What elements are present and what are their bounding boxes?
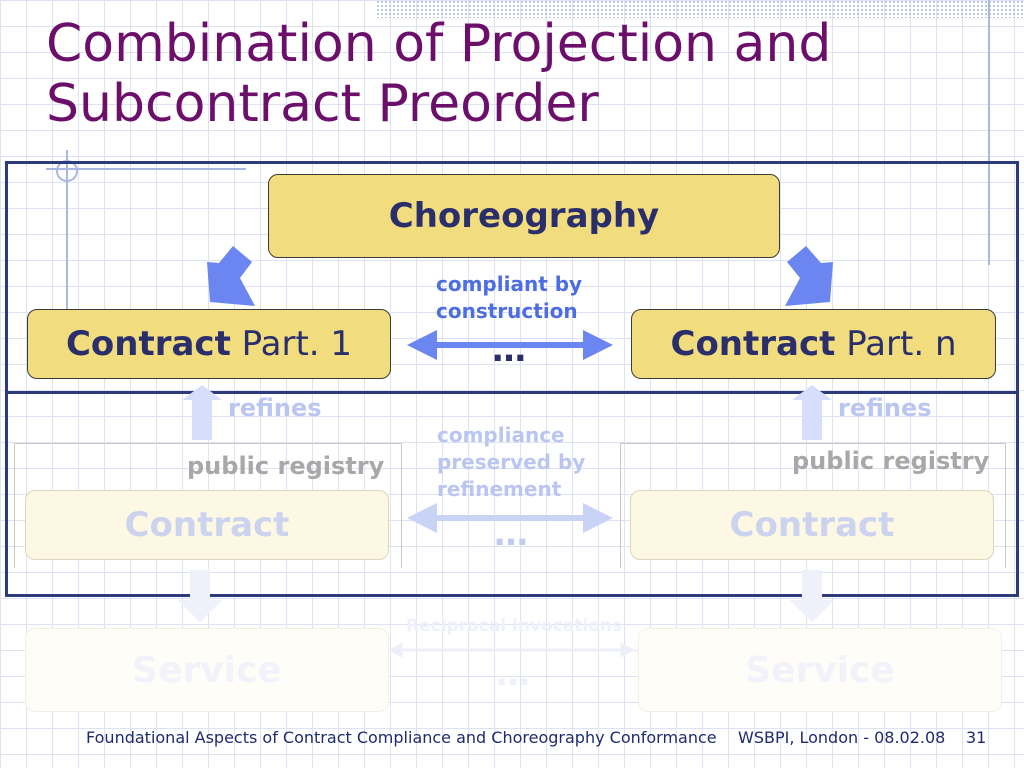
compliance-line3: refinement <box>437 477 562 501</box>
deco-vertical-line-left <box>66 150 68 310</box>
contract-box-right: Contract <box>630 490 994 560</box>
refines-label-left: refines <box>228 394 322 422</box>
projection-arrow-right <box>785 246 833 306</box>
deco-vertical-line-right <box>988 0 990 265</box>
slide-title-line1: Combination of Projection and <box>46 14 832 74</box>
public-registry-left <box>14 443 402 568</box>
contract-partn-box: Contract Part. n <box>631 309 996 379</box>
refines-arrow-right <box>792 385 832 440</box>
compliance-line2: preserved by <box>437 450 586 474</box>
footer-page-number: 31 <box>966 728 987 747</box>
compliance-line1: compliance <box>437 423 565 447</box>
ellipsis-top: … <box>492 330 527 370</box>
refinement-frame <box>5 391 1019 597</box>
public-registry-label-left: public registry <box>187 452 385 480</box>
deco-horizontal-line <box>46 168 246 170</box>
refines-label-right: refines <box>838 394 932 422</box>
compliant-line2: construction <box>436 299 578 323</box>
refines-arrow-left <box>182 385 222 440</box>
service-box-right: Service <box>638 628 1002 712</box>
ellipsis-bottom: … <box>496 654 531 694</box>
footer-venue: WSBPI, London - 08.02.08 <box>738 728 946 747</box>
service-arrow-right <box>790 570 834 622</box>
top-dot-pattern <box>376 0 1024 18</box>
choreography-box: Choreography <box>268 174 780 258</box>
contract-partn-suffix: Part. n <box>846 324 957 364</box>
service-box-left: Service <box>25 628 389 712</box>
public-registry-label-right: public registry <box>792 447 990 475</box>
contract-partn-bold: Contract <box>670 324 836 364</box>
contract-box-left: Contract <box>25 490 389 560</box>
public-registry-right <box>620 443 1006 568</box>
service-arrow-left <box>178 570 222 622</box>
compliant-by-construction-label: compliant by construction <box>436 271 616 325</box>
contract-part1-suffix: Part. 1 <box>241 324 353 364</box>
projection-arrow-left <box>207 246 255 306</box>
compliant-line1: compliant by <box>436 272 583 296</box>
ellipsis-middle: … <box>494 514 529 554</box>
compliance-preserved-label: compliance preserved by refinement <box>437 422 607 503</box>
footer-title: Foundational Aspects of Contract Complia… <box>86 728 717 747</box>
slide-title: Combination of Projection and Subcontrac… <box>46 14 986 134</box>
reciprocal-invocations-label: Reciprocal invocations <box>406 616 623 636</box>
slide-title-line2: Subcontract Preorder <box>46 74 599 134</box>
contract-part1-box: Contract Part. 1 <box>27 309 391 379</box>
contract-part1-bold: Contract <box>65 324 231 364</box>
